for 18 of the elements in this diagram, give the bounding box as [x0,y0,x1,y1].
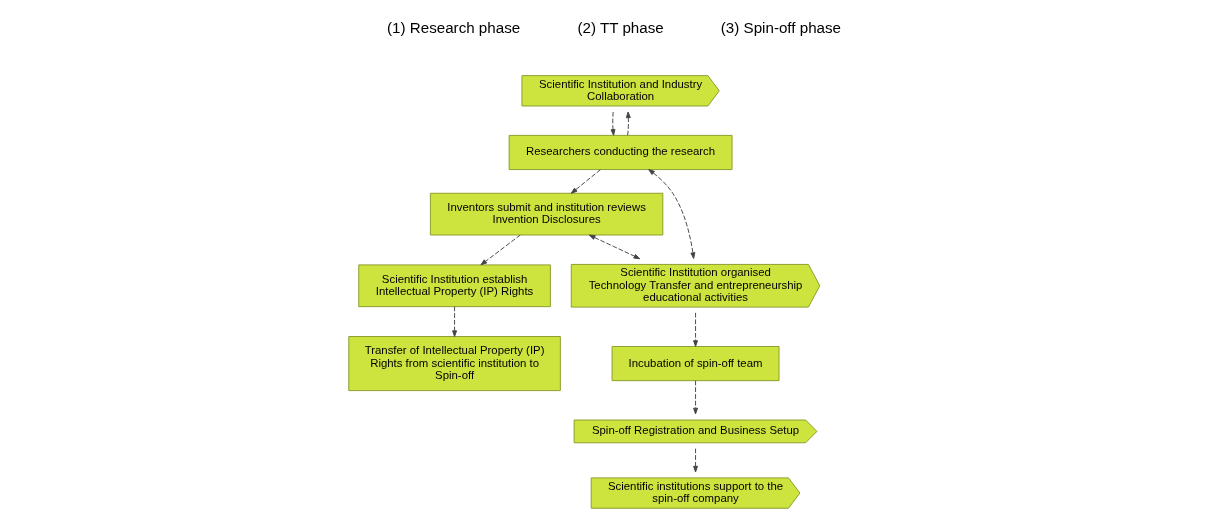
arrow [693,380,698,415]
label: (2) TT phase [577,18,664,36]
arrow [610,111,616,136]
arrow [588,234,641,260]
arrow [693,448,698,473]
node-box: Scientific Institution establish Intellectual Property (IP) Rights [358,264,551,308]
label: (3) Spin-off phase [720,18,842,36]
label: (1) Research phase [387,18,521,36]
node-box: Inventors submit and institution reviews Invention Disclosures [429,192,664,236]
node-box: Incubation of spin-off team [611,346,780,382]
node-box: Transfer of Intellectual Property (IP) Rights from scientific institution to Spin-off [348,336,561,392]
arrow [480,234,521,266]
arrow [693,312,698,347]
arrow [570,169,601,194]
arrow [452,306,458,337]
arrow [648,169,696,259]
node-box: Researchers conducting the research [508,134,733,171]
arrow [625,111,631,136]
